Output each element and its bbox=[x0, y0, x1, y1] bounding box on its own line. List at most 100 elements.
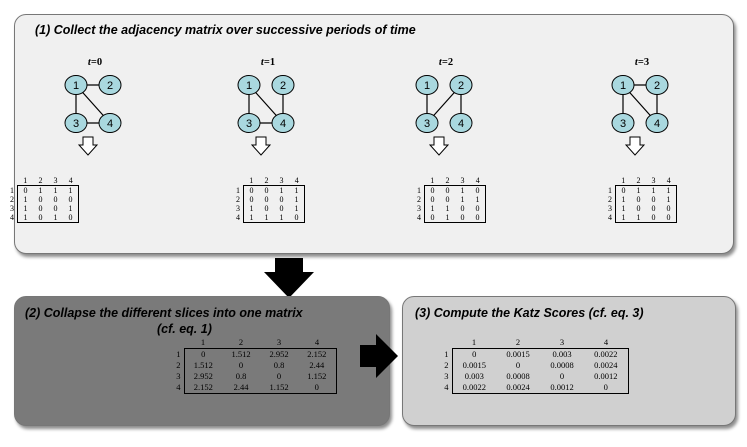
matrix-row-header: 1 bbox=[608, 185, 612, 195]
matrix-cell: 1 bbox=[440, 213, 455, 223]
matrix-col-header: 3 bbox=[279, 176, 284, 185]
down-arrow-icon bbox=[264, 258, 314, 298]
graph-node bbox=[271, 75, 295, 95]
matrix-cell: 1 bbox=[259, 213, 274, 223]
graph-node bbox=[645, 113, 669, 133]
matrix-cell: 2.152 bbox=[183, 382, 222, 394]
time-value: =2 bbox=[441, 57, 454, 68]
matrix-cell: 0 bbox=[243, 195, 259, 204]
matrix-cell: 1 bbox=[445, 204, 450, 213]
matrix-cell: 1.152 bbox=[260, 382, 298, 394]
graph-node bbox=[449, 113, 473, 133]
matrix-col-header: 1 bbox=[471, 337, 477, 347]
matrix-col-header: 2 bbox=[515, 337, 521, 347]
matrix-cell: 1 bbox=[289, 195, 305, 204]
matrix-cell: 0 bbox=[17, 185, 33, 195]
hollow-down-arrow-icon bbox=[251, 136, 271, 156]
graph-node bbox=[98, 75, 122, 95]
matrix-cell: 0 bbox=[424, 185, 440, 195]
matrix-cell: 0.8 bbox=[273, 360, 285, 370]
matrix-cell: 0 bbox=[279, 195, 284, 204]
matrix-col-header: 3 bbox=[276, 337, 282, 347]
time-variable: t bbox=[87, 57, 91, 68]
matrix-cell: 0 bbox=[264, 195, 269, 204]
hollow-down-arrow-icon bbox=[78, 136, 98, 156]
node-label: 3 bbox=[73, 118, 79, 130]
time-variable: t bbox=[438, 57, 442, 68]
matrix-cell: 0 bbox=[238, 360, 244, 370]
matrix-row-header: 3 bbox=[444, 371, 449, 381]
matrix-cell: 0 bbox=[460, 204, 465, 213]
matrix-cell: 0 bbox=[289, 213, 305, 223]
time-value: =3 bbox=[637, 57, 650, 68]
matrix-cell: 0 bbox=[584, 382, 629, 394]
graph-node bbox=[611, 113, 635, 133]
matrix-cell: 0 bbox=[651, 195, 656, 204]
matrix-cell: 1 bbox=[470, 195, 486, 204]
matrix-col-header: 1 bbox=[23, 176, 28, 185]
hollow-down-arrow-icon bbox=[429, 136, 449, 156]
matrix-row-header: 3 bbox=[608, 204, 612, 213]
matrix-cell: 0 bbox=[53, 195, 58, 204]
node-label: 1 bbox=[620, 80, 626, 92]
node-label: 3 bbox=[620, 118, 626, 130]
matrix-cell: 0 bbox=[661, 213, 677, 223]
matrix-cell: 0.003 bbox=[451, 371, 496, 382]
matrix-cell: 1 bbox=[460, 195, 465, 204]
matrix-cell: 1 bbox=[661, 185, 677, 195]
matrix-cell: 0 bbox=[33, 213, 48, 223]
matrix-cell: 0 bbox=[455, 213, 470, 223]
graph-node bbox=[237, 113, 261, 133]
matrix-cell: 0 bbox=[651, 204, 656, 213]
matrix-cell: 0 bbox=[636, 204, 641, 213]
matrix-row-header: 2 bbox=[417, 195, 421, 204]
matrix-cell: 0 bbox=[424, 195, 440, 204]
matrix-row-header: 4 bbox=[417, 213, 421, 223]
matrix-col-header: 1 bbox=[200, 337, 206, 347]
matrix-col-header: 4 bbox=[475, 176, 480, 185]
matrix-cell: 0 bbox=[279, 204, 284, 213]
matrix-cell: 1 bbox=[289, 185, 305, 195]
graph-node bbox=[64, 113, 88, 133]
matrix-cell: 2.152 bbox=[298, 348, 337, 360]
matrix-cell: 1 bbox=[63, 204, 79, 213]
matrix-cell: 0.0015 bbox=[496, 348, 540, 360]
matrix-col-header: 1 bbox=[249, 176, 254, 185]
matrix-row-header: 4 bbox=[444, 382, 449, 393]
matrix-row-header: 1 bbox=[236, 185, 240, 195]
matrix-cell: 0 bbox=[298, 382, 337, 394]
katz-panel: (3) Compute the Katz Scores (cf. eq. 3) bbox=[402, 296, 736, 426]
matrix-cell: 0.0008 bbox=[550, 360, 574, 370]
node-label: 2 bbox=[458, 80, 464, 92]
matrix-col-header: 3 bbox=[460, 176, 465, 185]
matrix-col-header: 2 bbox=[264, 176, 269, 185]
matrix-cell: 1 bbox=[17, 195, 33, 204]
matrix-row-header: 1 bbox=[10, 185, 14, 195]
matrix-row-header: 3 bbox=[176, 371, 181, 381]
matrix-row-header: 4 bbox=[176, 382, 181, 393]
graph-node bbox=[611, 75, 635, 95]
matrix-col-header: 4 bbox=[603, 337, 609, 347]
time-label: t=0 bbox=[88, 57, 102, 68]
matrix-row-header: 4 bbox=[236, 213, 240, 223]
matrix-col-header: 4 bbox=[314, 337, 320, 347]
matrix-cell: 1 bbox=[631, 213, 646, 223]
matrix-row-header: 1 bbox=[444, 348, 449, 359]
katz-title: (3) Compute the Katz Scores (cf. eq. 3) bbox=[415, 306, 644, 320]
matrix-col-header: 2 bbox=[636, 176, 641, 185]
matrix-row-header: 2 bbox=[10, 195, 14, 204]
time-variable: t bbox=[634, 57, 638, 68]
time-label: t=2 bbox=[439, 57, 453, 68]
graph-node bbox=[415, 113, 439, 133]
